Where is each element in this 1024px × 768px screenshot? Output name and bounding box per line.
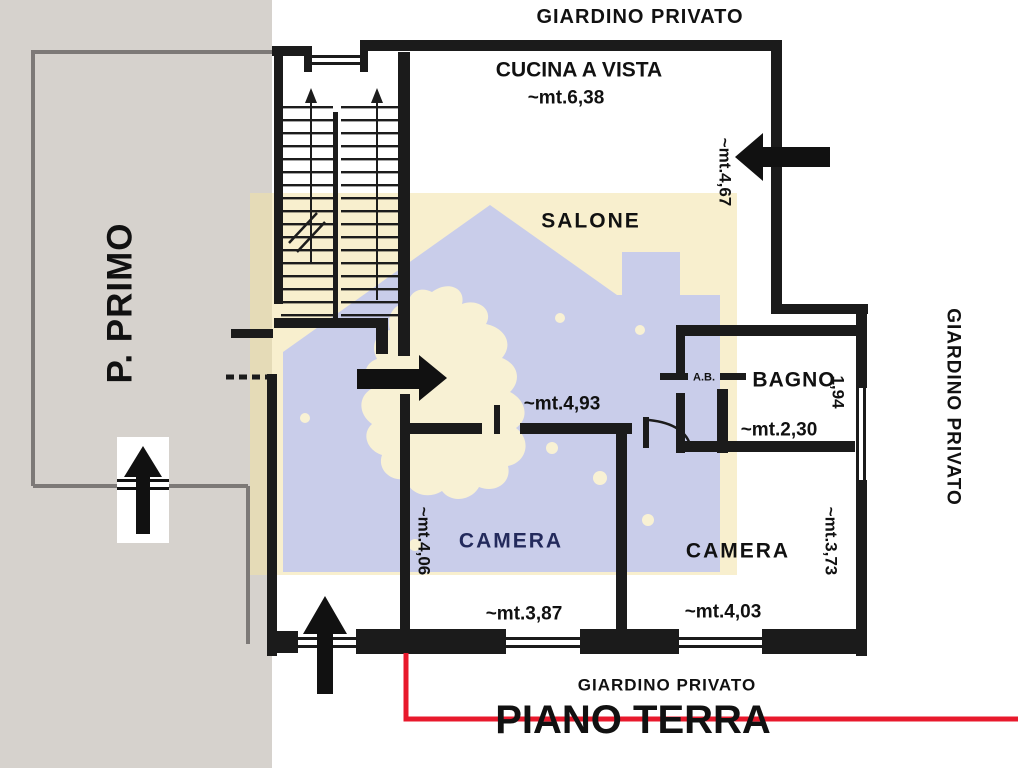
camera2-depth-label: ~mt.3,73 (821, 506, 841, 576)
upper-floor-area (0, 0, 272, 768)
terrace-entrance-arrow (735, 133, 830, 181)
garden-top-label: GIARDINO PRIVATO (536, 6, 744, 28)
camera1-name-label: CAMERA (458, 529, 564, 553)
salone-size-label: ~mt.4,93 (523, 393, 601, 415)
ground-floor-entrance-arrow (303, 596, 347, 694)
door-swing-arc (648, 418, 693, 449)
boundary-red-line (403, 653, 1018, 722)
bagno-name-label: BAGNO (752, 368, 836, 392)
salone-name-label: SALONE (541, 209, 641, 233)
staircase (281, 88, 398, 318)
camera2-name-label: CAMERA (685, 539, 791, 563)
bagno-depth-label: 1,94 (828, 375, 848, 409)
camera1-depth-label: ~mt.4,06 (414, 506, 434, 576)
camera1-size-label: ~mt.3,87 (485, 603, 563, 625)
cucina-name-label: CUCINA A VISTA (495, 58, 663, 82)
bagno-size-label: ~mt.2,30 (740, 419, 818, 441)
terrace-size-label: ~mt.4,67 (715, 137, 735, 207)
upper-floor-label: P. PRIMO (100, 222, 140, 384)
ab-annex-label: A.B. (693, 371, 715, 384)
right-wall-window (855, 388, 868, 480)
camera2-size-label: ~mt.4,03 (684, 601, 762, 623)
floor-title: PIANO TERRA (495, 698, 771, 742)
entrance-arrows (117, 133, 830, 694)
salone-entrance-arrow (357, 355, 447, 401)
garden-right-label: GIARDINO PRIVATO (942, 308, 964, 506)
cucina-size-label: ~mt.6,38 (527, 87, 605, 109)
upper-floor-entrance-arrow (124, 446, 162, 534)
garden-bottom-label: GIARDINO PRIVATO (577, 675, 757, 695)
